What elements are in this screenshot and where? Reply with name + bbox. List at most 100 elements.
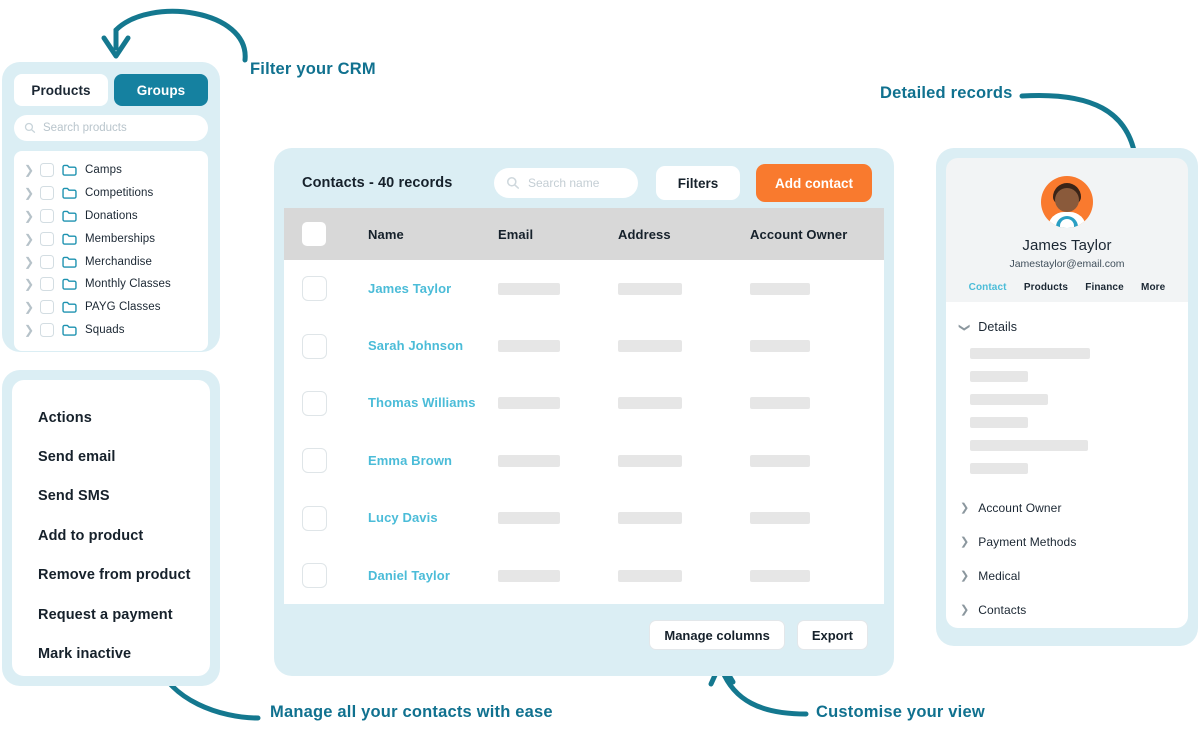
menu-item-remove-from-product[interactable]: Remove from product <box>12 556 210 595</box>
contact-name-link[interactable]: Thomas Williams <box>368 395 476 411</box>
search-name-input[interactable]: Search name <box>494 168 638 198</box>
contact-name-link[interactable]: Sarah Johnson <box>368 338 464 354</box>
tree-item-checkbox[interactable] <box>40 186 54 201</box>
row-checkbox[interactable] <box>302 276 327 302</box>
cell-name: Sarah Johnson <box>368 337 498 355</box>
products-groups-panel: Products Groups Search products ❯ Camps <box>2 62 220 352</box>
row-checkbox[interactable] <box>302 505 327 531</box>
select-all-checkbox[interactable] <box>302 222 326 246</box>
add-contact-button[interactable]: Add contact <box>756 164 872 202</box>
chevron-right-icon[interactable]: ❯ <box>24 322 35 337</box>
tab-products[interactable]: Products <box>1023 282 1068 293</box>
row-checkbox[interactable] <box>302 563 327 589</box>
chevron-right-icon[interactable]: ❯ <box>24 254 35 269</box>
tab-more[interactable]: More <box>1141 282 1166 293</box>
tree-item-checkbox[interactable] <box>40 322 54 337</box>
tree-item[interactable]: ❯ Monthly Classes <box>14 273 208 296</box>
export-button[interactable]: Export <box>796 620 868 650</box>
menu-item-actions[interactable]: Actions <box>12 398 210 437</box>
contact-name-link[interactable]: Lucy Davis <box>368 510 438 526</box>
table-row[interactable]: Lucy Davis <box>284 490 884 547</box>
chevron-right-icon[interactable]: ❯ <box>960 603 970 616</box>
export-label: Export <box>811 627 853 643</box>
tree-item-checkbox[interactable] <box>40 254 54 269</box>
row-select-cell <box>302 276 368 302</box>
placeholder-bar <box>750 282 810 295</box>
table-row[interactable]: Daniel Taylor <box>284 547 884 604</box>
column-header-address[interactable]: Address <box>618 226 671 242</box>
contact-name-link[interactable]: Daniel Taylor <box>368 567 450 583</box>
chevron-right-icon[interactable]: ❯ <box>24 277 35 292</box>
tree-item[interactable]: ❯ Merchandise <box>14 250 208 273</box>
tab-finance[interactable]: Finance <box>1085 282 1124 293</box>
section-details[interactable]: ❮ Details <box>946 316 1188 338</box>
contact-name-link[interactable]: Emma Brown <box>368 452 453 468</box>
placeholder-bar <box>498 340 560 353</box>
menu-item-send-sms[interactable]: Send SMS <box>12 477 210 516</box>
chevron-right-icon[interactable]: ❯ <box>24 231 35 246</box>
section-account-owner[interactable]: ❯ Account Owner <box>946 497 1188 519</box>
section-medical[interactable]: ❯ Medical <box>946 565 1188 587</box>
row-checkbox[interactable] <box>302 390 327 416</box>
filters-button[interactable]: Filters <box>656 166 740 200</box>
menu-item-label: Send email <box>38 449 116 466</box>
placeholder-bar <box>618 454 682 467</box>
cell-account-owner <box>750 282 884 295</box>
select-all-cell <box>302 222 368 246</box>
search-products-input[interactable]: Search products <box>14 115 208 141</box>
chevron-right-icon[interactable]: ❯ <box>24 208 35 223</box>
tree-item[interactable]: ❯ Competitions <box>14 182 208 205</box>
chevron-right-icon[interactable]: ❯ <box>24 300 35 315</box>
tree-item[interactable]: ❯ Memberships <box>14 227 208 250</box>
tree-item-checkbox[interactable] <box>40 277 54 292</box>
folder-icon <box>62 210 77 222</box>
chevron-right-icon[interactable]: ❯ <box>960 501 970 514</box>
table-row[interactable]: James Taylor <box>284 260 884 317</box>
chevron-right-icon[interactable]: ❯ <box>24 186 35 201</box>
tab-contact[interactable]: Contact <box>968 282 1007 293</box>
placeholder-bar <box>970 371 1028 382</box>
column-header-name[interactable]: Name <box>368 226 404 242</box>
table-body: James Taylor Sarah Johnson Thomas Willia… <box>284 260 884 605</box>
tree-item-checkbox[interactable] <box>40 208 54 223</box>
section-contacts[interactable]: ❯ Contacts <box>946 599 1188 621</box>
menu-item-add-to-product[interactable]: Add to product <box>12 516 210 555</box>
chevron-right-icon[interactable]: ❯ <box>960 569 970 582</box>
section-payment-methods[interactable]: ❯ Payment Methods <box>946 531 1188 553</box>
placeholder-bar <box>750 340 810 353</box>
cell-email <box>498 340 618 353</box>
tree-item-label: Merchandise <box>85 255 152 268</box>
table-row[interactable]: Emma Brown <box>284 432 884 489</box>
menu-item-send-email[interactable]: Send email <box>12 437 210 476</box>
chevron-right-icon[interactable]: ❯ <box>960 535 970 548</box>
menu-item-mark-inactive[interactable]: Mark inactive <box>12 634 210 673</box>
tab-groups[interactable]: Groups <box>114 74 208 106</box>
menu-item-request-a-payment[interactable]: Request a payment <box>12 595 210 634</box>
table-row[interactable]: Sarah Johnson <box>284 317 884 374</box>
cell-account-owner <box>750 397 884 410</box>
tree-item-checkbox[interactable] <box>40 163 54 178</box>
annotation-filter-your-crm: Filter your CRM <box>250 60 376 78</box>
contact-name-link[interactable]: James Taylor <box>368 280 452 296</box>
placeholder-bar <box>618 282 682 295</box>
tree-item[interactable]: ❯ Donations <box>14 205 208 228</box>
filters-button-label: Filters <box>677 175 719 191</box>
tree-item-checkbox[interactable] <box>40 231 54 246</box>
tree-item[interactable]: ❯ PAYG Classes <box>14 296 208 319</box>
tree-item-checkbox[interactable] <box>40 300 54 315</box>
manage-columns-button[interactable]: Manage columns <box>649 620 785 650</box>
table-row[interactable]: Thomas Williams <box>284 375 884 432</box>
tab-products[interactable]: Products <box>14 74 108 106</box>
folder-icon <box>62 279 77 291</box>
chevron-right-icon[interactable]: ❯ <box>24 163 35 178</box>
column-header-account-owner[interactable]: Account Owner <box>750 226 848 242</box>
cell-address <box>618 340 750 353</box>
tree-item[interactable]: ❯ Squads <box>14 319 208 342</box>
column-header-email[interactable]: Email <box>498 226 534 242</box>
chevron-down-icon[interactable]: ❮ <box>958 322 971 332</box>
tree-item[interactable]: ❯ Camps <box>14 159 208 182</box>
row-checkbox[interactable] <box>302 448 327 474</box>
row-checkbox[interactable] <box>302 333 327 359</box>
detail-header: James Taylor Jamestaylor@email.com Conta… <box>946 158 1188 302</box>
